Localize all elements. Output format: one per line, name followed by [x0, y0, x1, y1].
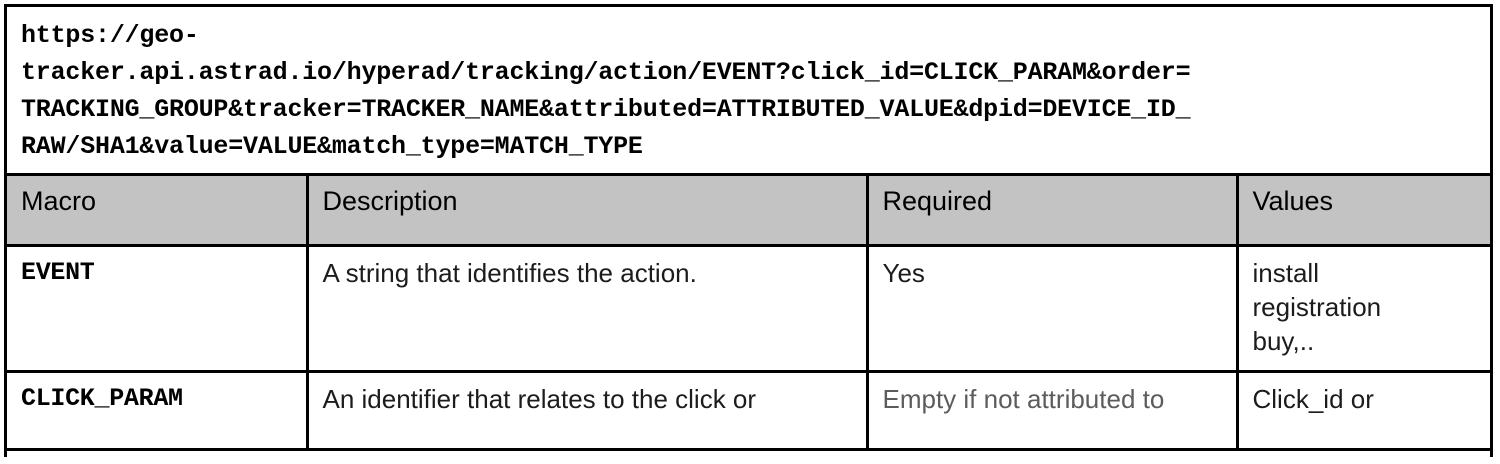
column-header-required: Required: [867, 176, 1239, 247]
column-header-description: Description: [307, 176, 869, 247]
endpoint-url-line-3: TRACKING_GROUP&tracker=TRACKER_NAME&attr…: [21, 95, 1191, 124]
value-item: install: [1252, 257, 1319, 288]
cell-values: install registration buy,..: [1237, 245, 1490, 373]
endpoint-url-line-1: https://geo-: [21, 21, 199, 50]
cell-required: Empty if not attributed to: [867, 371, 1239, 451]
value-item: buy,..: [1252, 325, 1315, 356]
table-body: EVENT A string that identifies the actio…: [7, 245, 1490, 451]
table-header-row: Macro Description Required Values: [7, 176, 1490, 247]
endpoint-url-line-4: RAW/SHA1&value=VALUE&match_type=MATCH_TY…: [21, 132, 643, 161]
value-item: registration: [1252, 291, 1382, 322]
endpoint-url-line-2: tracker.api.astrad.io/hyperad/tracking/a…: [21, 58, 1191, 87]
macro-table: Macro Description Required Values EVENT …: [7, 176, 1490, 451]
column-header-values: Values: [1237, 176, 1490, 247]
macro-reference-document: https://geo- tracker.api.astrad.io/hyper…: [4, 4, 1493, 457]
endpoint-url-block: https://geo- tracker.api.astrad.io/hyper…: [7, 7, 1490, 176]
table-row: EVENT A string that identifies the actio…: [7, 245, 1490, 373]
cell-description: A string that identifies the action.: [307, 245, 869, 373]
cell-values: Click_id or: [1237, 371, 1490, 451]
cell-required: Yes: [867, 245, 1239, 373]
value-item: Click_id or: [1252, 383, 1374, 414]
cell-macro: CLICK_PARAM: [7, 371, 309, 451]
table-row: CLICK_PARAM An identifier that relates t…: [7, 371, 1490, 451]
cell-description: An identifier that relates to the click …: [307, 371, 869, 451]
cell-macro: EVENT: [7, 245, 309, 373]
column-header-macro: Macro: [7, 176, 309, 247]
table-header: Macro Description Required Values: [7, 176, 1490, 247]
